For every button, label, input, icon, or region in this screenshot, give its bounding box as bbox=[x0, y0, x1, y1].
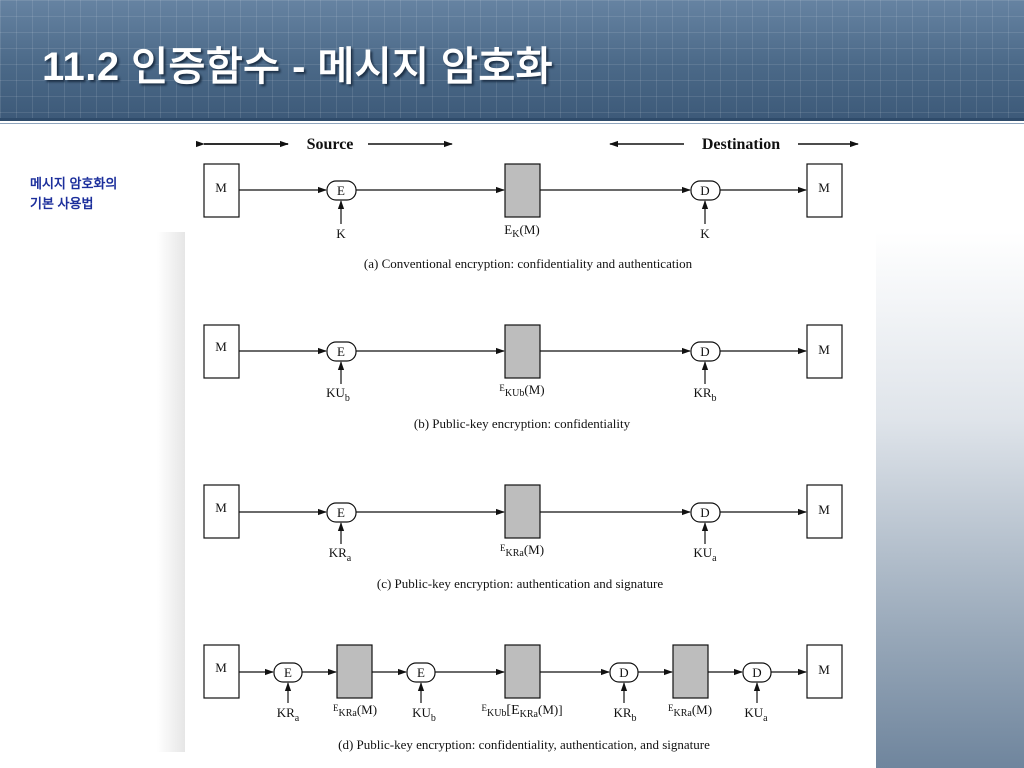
message-label: M bbox=[818, 662, 830, 677]
ciphertext-block bbox=[504, 484, 541, 539]
key-label: KRb bbox=[613, 705, 636, 724]
key-label: KUa bbox=[693, 545, 717, 564]
decrypt-label: D bbox=[752, 665, 761, 680]
diagram-shadow bbox=[157, 232, 185, 752]
ciphertext-label: EKRa(M) bbox=[333, 702, 377, 719]
ciphertext-block bbox=[504, 324, 541, 379]
ciphertext-block bbox=[504, 644, 541, 699]
ciphertext-label: EKUb(M) bbox=[499, 382, 544, 399]
decorative-panel bbox=[876, 232, 1024, 768]
message-box-source bbox=[203, 163, 240, 218]
decrypt-label: D bbox=[619, 665, 628, 680]
source-bracket: Source bbox=[195, 136, 453, 153]
message-label: M bbox=[215, 660, 227, 675]
message-box-destination bbox=[806, 484, 843, 539]
scheme-b: M E KUb EKUb(M) D KRb M (b) Public-key e… bbox=[203, 324, 843, 431]
encrypt-label: E bbox=[337, 183, 345, 198]
ciphertext-block bbox=[672, 644, 709, 699]
ciphertext-label: EKRa(M) bbox=[500, 542, 544, 559]
key-label: KRa bbox=[277, 705, 300, 724]
key-label: KUa bbox=[744, 705, 768, 724]
encrypt-label: E bbox=[417, 665, 425, 680]
message-box-destination bbox=[806, 163, 843, 218]
message-box-source bbox=[203, 324, 240, 379]
encrypt-label: E bbox=[337, 505, 345, 520]
scheme-c: M E KRa EKRa(M) D KUa M (c) Public-key e… bbox=[203, 484, 843, 591]
side-label-line2: 기본 사용법 bbox=[30, 196, 94, 211]
encryption-diagram: Source Destination M E K EK(M) D K M (a)… bbox=[188, 126, 868, 758]
slide-header bbox=[0, 0, 1024, 118]
header-divider bbox=[0, 118, 1024, 121]
message-box-destination bbox=[806, 324, 843, 379]
ciphertext-block bbox=[336, 644, 373, 699]
key-label: KRb bbox=[693, 385, 716, 404]
message-box-source bbox=[203, 484, 240, 539]
caption-b: (b) Public-key encryption: confidentiali… bbox=[414, 416, 631, 431]
key-label: K bbox=[700, 226, 710, 241]
message-box-destination bbox=[806, 644, 843, 699]
message-label: M bbox=[818, 180, 830, 195]
source-label: Source bbox=[307, 136, 354, 153]
message-label: M bbox=[215, 180, 227, 195]
side-label: 메시지 암호화의 기본 사용법 bbox=[30, 174, 117, 214]
destination-label: Destination bbox=[702, 136, 780, 153]
encrypt-label: E bbox=[284, 665, 292, 680]
caption-c: (c) Public-key encryption: authenticatio… bbox=[377, 576, 663, 591]
ciphertext-label: EKUb[EKRa(M)] bbox=[481, 702, 562, 720]
ciphertext-label: EK(M) bbox=[504, 222, 539, 240]
decrypt-label: D bbox=[700, 183, 709, 198]
caption-a: (a) Conventional encryption: confidentia… bbox=[364, 256, 693, 271]
key-label: KRa bbox=[329, 545, 352, 564]
message-label: M bbox=[215, 500, 227, 515]
scheme-d: M E KRa EKRa(M) E KUb EKUb[EKRa(M)] D KR… bbox=[203, 644, 843, 752]
caption-d: (d) Public-key encryption: confidentiali… bbox=[338, 737, 710, 752]
key-label: K bbox=[336, 226, 346, 241]
key-label: KUb bbox=[412, 705, 436, 724]
header-divider-thin bbox=[0, 123, 1024, 124]
decrypt-label: D bbox=[700, 505, 709, 520]
message-label: M bbox=[818, 502, 830, 517]
message-box-source bbox=[203, 644, 240, 699]
decrypt-label: D bbox=[700, 344, 709, 359]
scheme-a: M E K EK(M) D K M (a) Conventional encry… bbox=[203, 163, 843, 271]
encrypt-label: E bbox=[337, 344, 345, 359]
message-label: M bbox=[215, 339, 227, 354]
key-label: KUb bbox=[326, 385, 350, 404]
message-label: M bbox=[818, 342, 830, 357]
slide-title: 11.2 인증함수 - 메시지 암호화 bbox=[42, 45, 553, 89]
ciphertext-block bbox=[504, 163, 541, 218]
side-label-line1: 메시지 암호화의 bbox=[30, 176, 118, 191]
ciphertext-label: EKRa(M) bbox=[668, 702, 712, 719]
destination-bracket: Destination bbox=[609, 136, 859, 153]
